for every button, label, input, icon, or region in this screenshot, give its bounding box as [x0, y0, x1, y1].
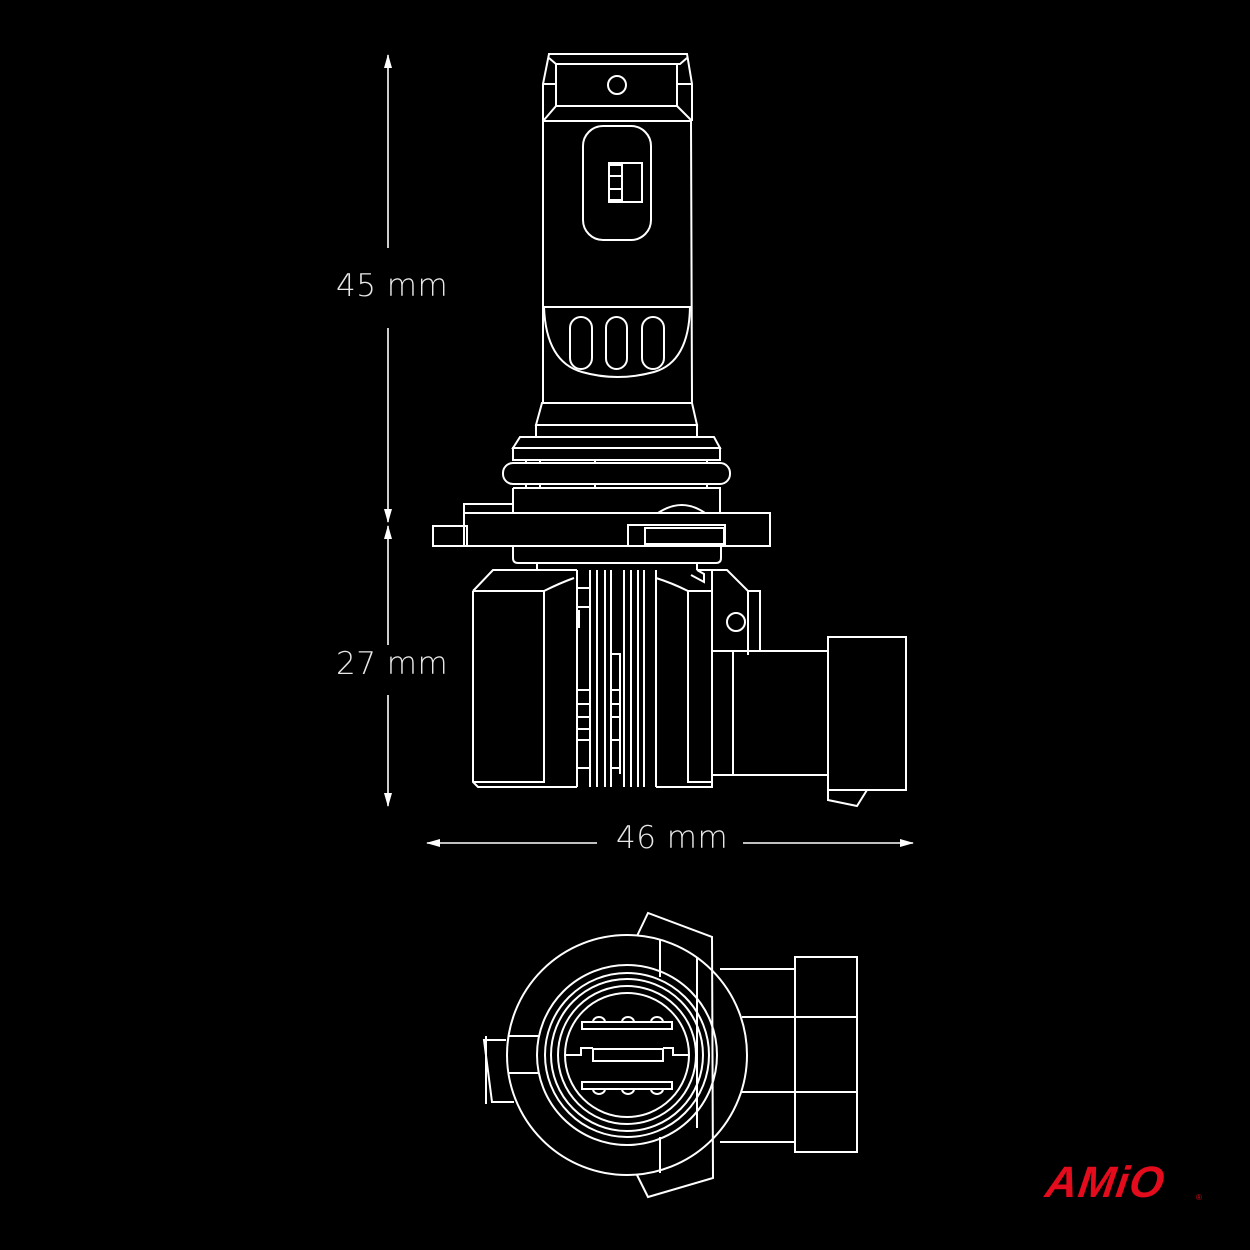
dimension-label-46mm: 46 mm [616, 820, 729, 856]
driver-right-block [655, 569, 713, 788]
driver-fins [576, 570, 657, 787]
led-chip [608, 162, 643, 203]
brand-logo: AMiO [1042, 1158, 1169, 1207]
ring [550, 978, 704, 1132]
bottom-tab-right [636, 911, 715, 1199]
pin-bumps [592, 1016, 664, 1095]
vent-slot [605, 316, 628, 370]
pin-row-top [581, 1021, 673, 1030]
vent-slot [641, 316, 665, 370]
driver-left-block [472, 569, 577, 788]
ring [544, 972, 710, 1138]
vent-slot [569, 316, 593, 370]
cap-hole [607, 75, 627, 95]
housing-hole [726, 612, 746, 632]
flange [512, 447, 721, 461]
dimension-label-27mm: 27 mm [336, 646, 449, 682]
o-ring [502, 462, 731, 485]
connector-housing [690, 569, 761, 655]
cap-outline [542, 53, 693, 121]
led-window [582, 125, 652, 241]
flange-top [511, 436, 722, 449]
dimension-lines [384, 54, 914, 847]
registered-mark: ® [1196, 1193, 1202, 1202]
bottom-plug-lines [795, 1016, 857, 1093]
inner-flange [536, 964, 718, 1146]
ring [564, 992, 690, 1118]
lower-collar [512, 546, 722, 564]
connector-plug [827, 636, 907, 791]
plate-tab [463, 503, 512, 513]
plate-left-tab [432, 525, 468, 547]
plate-bump [657, 504, 706, 514]
driver-fin-details [577, 587, 621, 774]
heatsink-curve [543, 306, 691, 378]
bottom-connector-plug [794, 956, 858, 1153]
bottom-tab-left [482, 1036, 514, 1104]
connector-body [732, 650, 829, 776]
ring [557, 985, 697, 1125]
body [542, 120, 693, 404]
connector-latch [827, 789, 868, 808]
plate-slot-inner [644, 527, 725, 545]
led-chip-cells [609, 164, 623, 201]
flange-lines [509, 1035, 539, 1074]
terminal-latch [565, 1047, 689, 1056]
base-collar [512, 487, 721, 513]
outer-flange [506, 934, 748, 1176]
cap-detail [543, 57, 692, 121]
bulb-side-view [432, 53, 907, 808]
pin-row-bottom [581, 1081, 673, 1090]
neck-band [535, 424, 698, 438]
ring-ticks [525, 460, 708, 488]
mount-plate [463, 512, 771, 547]
bulb-bottom-view [482, 911, 858, 1199]
center-terminal [592, 1048, 664, 1062]
dimension-label-45mm: 45 mm [336, 268, 449, 304]
connector-neck [711, 650, 734, 776]
neck [534, 402, 699, 426]
stem [536, 563, 698, 570]
